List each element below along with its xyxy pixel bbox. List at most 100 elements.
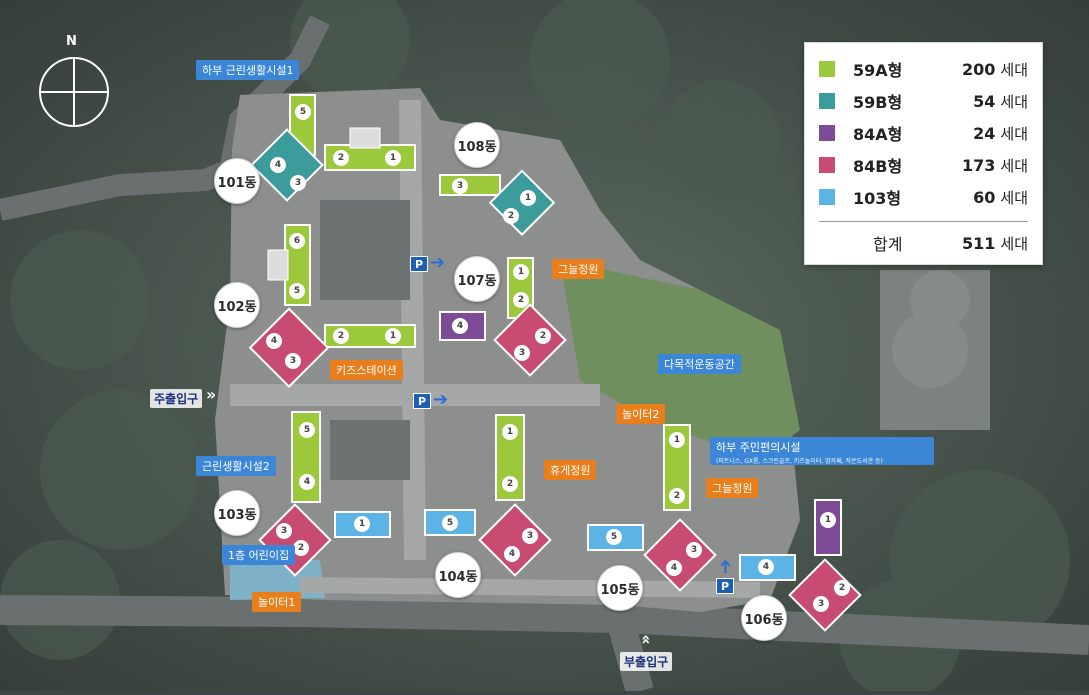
legend-count: 54 bbox=[973, 91, 996, 111]
dong-label-104: 104동 bbox=[435, 552, 481, 598]
tag-shade-garden-bottom: 그늘정원 bbox=[706, 478, 759, 498]
unit-number: 5 bbox=[295, 104, 311, 120]
main-entrance-label: 주출입구 bbox=[150, 389, 203, 408]
unit-number: 2 bbox=[669, 488, 685, 504]
compass-icon bbox=[39, 57, 109, 127]
legend-unit: 세대 bbox=[1000, 60, 1028, 79]
dong-label-106: 106동 bbox=[741, 595, 787, 641]
unit-number: 4 bbox=[758, 559, 774, 575]
legend-total-label: 합계 bbox=[873, 235, 903, 254]
unit-number: 1 bbox=[385, 150, 401, 166]
tag-sports-space: 다목적운동공간 bbox=[658, 354, 741, 374]
legend-total-row: 합계 511 세대 bbox=[819, 228, 1028, 258]
legend-row-103: 103형 60 세대 bbox=[819, 181, 1028, 213]
unit-type-legend: 59A형 200 세대 59B형 54 세대 84A형 24 세대 84B형 1… bbox=[804, 42, 1043, 265]
unit-number: 5 bbox=[442, 515, 458, 531]
unit-number: 2 bbox=[513, 292, 529, 308]
unit-number: 4 bbox=[504, 546, 520, 562]
unit-number: 3 bbox=[452, 178, 468, 194]
legend-row-59a: 59A형 200 세대 bbox=[819, 53, 1028, 85]
unit-number: 5 bbox=[289, 283, 305, 299]
unit-number: 4 bbox=[266, 333, 282, 349]
unit-number: 2 bbox=[834, 580, 850, 596]
unit-number: 2 bbox=[503, 208, 519, 224]
legend-type: 59A형 bbox=[853, 61, 903, 80]
arrow-right-icon: ➔ bbox=[433, 389, 449, 410]
unit-number: 4 bbox=[299, 474, 315, 490]
unit-number: 2 bbox=[293, 540, 309, 556]
legend-unit: 세대 bbox=[1000, 188, 1028, 207]
tag-playground-2: 놀이터2 bbox=[616, 404, 666, 424]
legend-count: 173 bbox=[961, 155, 996, 175]
tag-lower-retail-1: 하부 근린생활시설1 bbox=[196, 60, 300, 80]
legend-swatch bbox=[819, 125, 835, 141]
arrow-right-icon: ➔ bbox=[430, 252, 446, 273]
legend-swatch bbox=[819, 61, 835, 77]
chevron-up-icon: » bbox=[635, 634, 655, 645]
sub-entrance-label: 부출입구 bbox=[620, 652, 673, 671]
unit-number: 3 bbox=[514, 345, 530, 361]
compass-north-label: N bbox=[66, 34, 77, 49]
legend-row-59b: 59B형 54 세대 bbox=[819, 85, 1028, 117]
legend-row-84b: 84B형 173 세대 bbox=[819, 149, 1028, 181]
legend-count: 60 bbox=[973, 187, 996, 207]
dong-label-103: 103동 bbox=[214, 490, 260, 536]
dong-label-108: 108동 bbox=[454, 122, 500, 168]
unit-number: 3 bbox=[813, 596, 829, 612]
legend-total-count: 511 bbox=[961, 233, 996, 253]
tag-kids-station: 키즈스테이션 bbox=[330, 360, 403, 380]
unit-number: 3 bbox=[522, 528, 538, 544]
unit-number: 1 bbox=[385, 328, 401, 344]
tag-rest-garden: 휴게정원 bbox=[544, 460, 597, 480]
arrow-up-icon: ➔ bbox=[715, 558, 737, 575]
legend-type: 59B형 bbox=[853, 93, 903, 112]
dong-label-101: 101동 bbox=[214, 158, 260, 204]
unit-number: 1 bbox=[520, 190, 536, 206]
legend-type: 84B형 bbox=[853, 157, 903, 176]
parking-icon: P bbox=[413, 393, 431, 409]
parking-icon: P bbox=[410, 256, 428, 272]
legend-swatch bbox=[819, 93, 835, 109]
unit-number: 5 bbox=[299, 422, 315, 438]
unit-number: 3 bbox=[686, 542, 702, 558]
unit-number: 2 bbox=[333, 150, 349, 166]
tag-playground-1: 놀이터1 bbox=[252, 592, 302, 612]
legend-row-84a: 84A형 24 세대 bbox=[819, 117, 1028, 149]
dong-label-105: 105동 bbox=[597, 565, 643, 611]
tag-daycare: 1층 어린이집 bbox=[222, 545, 296, 565]
unit-number: 5 bbox=[606, 529, 622, 545]
legend-swatch bbox=[819, 189, 835, 205]
legend-unit: 세대 bbox=[1000, 156, 1028, 175]
tag-shade-garden-top: 그늘정원 bbox=[552, 259, 605, 279]
community-title: 하부 주민편의시설 bbox=[716, 441, 801, 454]
legend-unit: 세대 bbox=[1000, 92, 1028, 111]
unit-number: 1 bbox=[669, 432, 685, 448]
legend-type: 84A형 bbox=[853, 125, 903, 144]
legend-type: 103형 bbox=[853, 189, 902, 208]
tag-community-facilities: 하부 주민편의시설 (피트니스, GX룸, 스크린골프, 키즈놀이터, 맘카페,… bbox=[710, 437, 934, 465]
legend-swatch bbox=[819, 157, 835, 173]
legend-count: 24 bbox=[973, 123, 996, 143]
parking-icon: P bbox=[716, 578, 734, 594]
tag-retail-2: 근린생활시설2 bbox=[196, 456, 276, 476]
unit-number: 3 bbox=[285, 353, 301, 369]
unit-number: 1 bbox=[513, 264, 529, 280]
legend-unit: 세대 bbox=[1000, 124, 1028, 143]
unit-number: 2 bbox=[333, 328, 349, 344]
dong-label-107: 107동 bbox=[454, 256, 500, 302]
unit-number: 1 bbox=[354, 516, 370, 532]
unit-number: 3 bbox=[276, 523, 292, 539]
chevron-right-icon: » bbox=[206, 385, 217, 404]
legend-count: 200 bbox=[961, 59, 996, 79]
unit-number: 6 bbox=[289, 233, 305, 249]
legend-total-unit: 세대 bbox=[1000, 234, 1028, 253]
unit-number: 4 bbox=[270, 157, 286, 173]
dong-label-102: 102동 bbox=[214, 282, 260, 328]
unit-number: 2 bbox=[502, 476, 518, 492]
compass: N bbox=[36, 34, 116, 140]
unit-number: 2 bbox=[535, 328, 551, 344]
unit-number: 4 bbox=[666, 560, 682, 576]
unit-number: 1 bbox=[502, 424, 518, 440]
unit-number: 1 bbox=[820, 512, 836, 528]
